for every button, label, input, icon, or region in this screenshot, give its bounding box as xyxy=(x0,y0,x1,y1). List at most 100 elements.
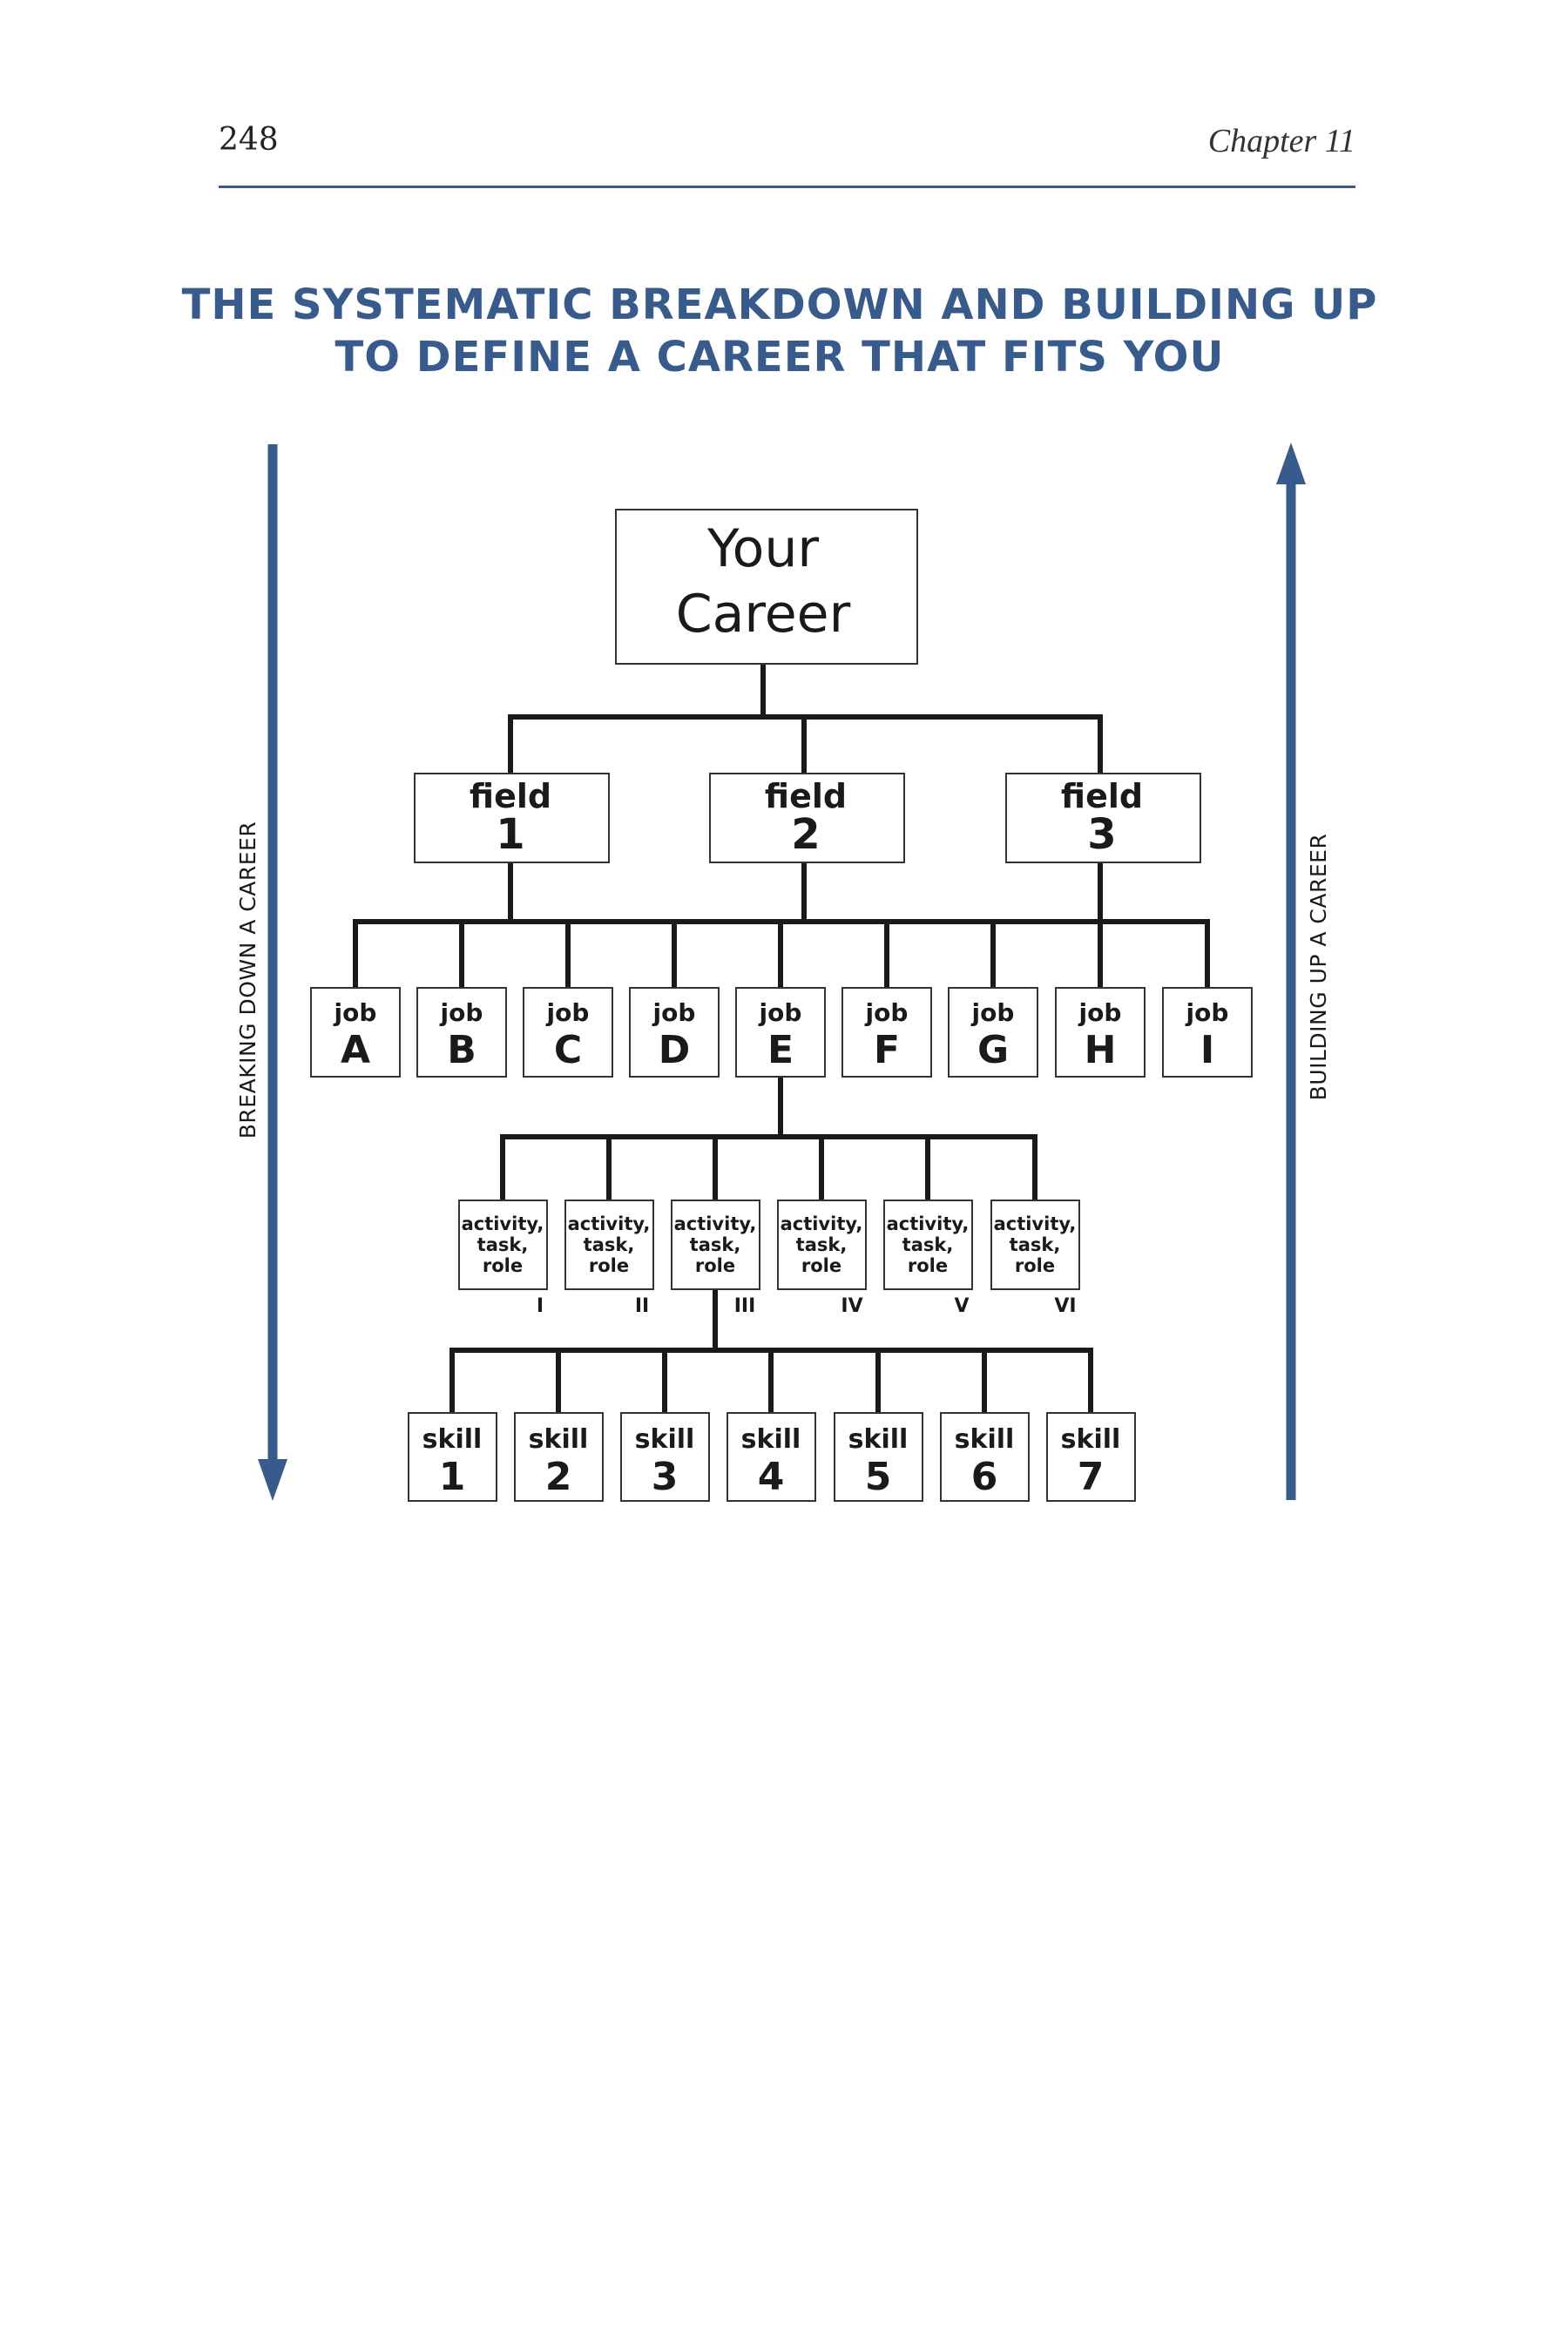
job-letter: C xyxy=(554,1028,582,1072)
job-node: job H xyxy=(1055,987,1146,1078)
job-node: job B xyxy=(416,987,507,1078)
field-number: 1 xyxy=(496,810,524,859)
activity-line-3: role xyxy=(589,1255,629,1276)
activity-line-2: task, xyxy=(796,1234,848,1255)
skill-word: skill xyxy=(529,1424,589,1455)
job-node: job C xyxy=(523,987,613,1078)
field-number: 3 xyxy=(1087,810,1116,859)
job-letter: F xyxy=(874,1028,900,1072)
activity-line-3: role xyxy=(801,1255,841,1276)
skill-node: skill 5 xyxy=(834,1412,923,1502)
skill-number: 1 xyxy=(439,1455,466,1499)
job-word: job xyxy=(652,998,696,1027)
activity-roman-numeral: IV xyxy=(841,1295,862,1317)
diagram-title-line-2: TO DEFINE A CAREER THAT FITS YOU xyxy=(335,333,1225,382)
skill-number: 5 xyxy=(865,1455,892,1499)
activity-roman-numeral: VI xyxy=(1054,1295,1076,1317)
activity-node: activity, task, role I xyxy=(458,1200,548,1317)
skill-number: 3 xyxy=(652,1455,679,1499)
field-word: field xyxy=(765,777,847,815)
skill-node: skill 1 xyxy=(408,1412,497,1502)
activity-node: activity, task, role III xyxy=(671,1200,760,1317)
career-root-line-1: Your xyxy=(706,518,819,579)
field-node: field 2 xyxy=(709,773,905,863)
career-root-line-2: Career xyxy=(676,584,851,645)
activity-line-2: task, xyxy=(902,1234,954,1255)
skill-node: skill 7 xyxy=(1046,1412,1136,1502)
skill-word: skill xyxy=(848,1424,909,1455)
activity-line-1: activity, xyxy=(674,1213,757,1234)
activity-roman-numeral: III xyxy=(734,1295,756,1317)
breaking-down-label: BREAKING DOWN A CAREER xyxy=(235,821,260,1139)
job-letter: B xyxy=(447,1028,476,1072)
job-word: job xyxy=(865,998,909,1027)
chapter-label: Chapter 11 xyxy=(1207,123,1355,159)
activity-roman-numeral: V xyxy=(954,1295,969,1317)
skill-word: skill xyxy=(955,1424,1015,1455)
activity-line-1: activity, xyxy=(462,1213,544,1234)
field-node: field 3 xyxy=(1005,773,1201,863)
job-node: job I xyxy=(1162,987,1253,1078)
job-node: job A xyxy=(310,987,401,1078)
job-word: job xyxy=(440,998,483,1027)
job-word: job xyxy=(546,998,590,1027)
activity-line-3: role xyxy=(908,1255,948,1276)
activity-node: activity, task, role II xyxy=(564,1200,654,1317)
activity-line-1: activity, xyxy=(568,1213,651,1234)
skill-number: 4 xyxy=(758,1455,785,1499)
job-node: job G xyxy=(948,987,1038,1078)
breaking-down-arrow xyxy=(258,444,287,1501)
activity-line-2: task, xyxy=(584,1234,635,1255)
job-letter: I xyxy=(1200,1028,1214,1072)
skill-number: 7 xyxy=(1078,1455,1105,1499)
field-word: field xyxy=(470,777,551,815)
skill-word: skill xyxy=(422,1424,483,1455)
skill-word: skill xyxy=(635,1424,695,1455)
job-word: job xyxy=(1186,998,1229,1027)
skill-node: skill 6 xyxy=(940,1412,1030,1502)
job-letter: H xyxy=(1085,1028,1117,1072)
career-root-node: Your Career xyxy=(615,509,918,665)
skill-node: skill 2 xyxy=(514,1412,604,1502)
activity-line-1: activity, xyxy=(887,1213,970,1234)
activity-line-2: task, xyxy=(690,1234,741,1255)
job-word: job xyxy=(971,998,1015,1027)
job-letter: G xyxy=(977,1028,1009,1072)
activity-roman-numeral: I xyxy=(537,1295,544,1317)
field-node: field 1 xyxy=(414,773,610,863)
job-letter: D xyxy=(659,1028,691,1072)
page-number: 248 xyxy=(219,122,279,158)
job-letter: E xyxy=(767,1028,794,1072)
building-up-label: BUILDING UP A CAREER xyxy=(1306,834,1331,1101)
job-word: job xyxy=(334,998,377,1027)
activity-line-1: activity, xyxy=(994,1213,1077,1234)
job-letter: A xyxy=(341,1028,370,1072)
activity-line-1: activity, xyxy=(781,1213,863,1234)
field-number: 2 xyxy=(791,810,820,859)
job-word: job xyxy=(1078,998,1122,1027)
building-up-arrow xyxy=(1276,443,1306,1500)
job-node: job F xyxy=(841,987,932,1078)
activity-line-3: role xyxy=(1015,1255,1055,1276)
activity-line-3: role xyxy=(483,1255,523,1276)
activity-node: activity, task, role VI xyxy=(990,1200,1080,1317)
job-node: job E xyxy=(735,987,826,1078)
activity-node: activity, task, role V xyxy=(883,1200,973,1317)
skill-number: 2 xyxy=(545,1455,572,1499)
skill-number: 6 xyxy=(971,1455,998,1499)
skill-node: skill 4 xyxy=(727,1412,816,1502)
activity-node: activity, task, role IV xyxy=(777,1200,867,1317)
activity-line-2: task, xyxy=(477,1234,529,1255)
skill-word: skill xyxy=(1061,1424,1121,1455)
activity-line-3: role xyxy=(695,1255,735,1276)
activity-roman-numeral: II xyxy=(635,1295,649,1317)
job-word: job xyxy=(759,998,802,1027)
activity-line-2: task, xyxy=(1010,1234,1061,1255)
job-node: job D xyxy=(629,987,720,1078)
connector-lines xyxy=(353,661,1210,1416)
field-word: field xyxy=(1061,777,1143,815)
diagram-title-line-1: THE SYSTEMATIC BREAKDOWN AND BUILDING UP xyxy=(181,280,1378,329)
skill-node: skill 3 xyxy=(620,1412,710,1502)
header-rule xyxy=(219,186,1355,188)
